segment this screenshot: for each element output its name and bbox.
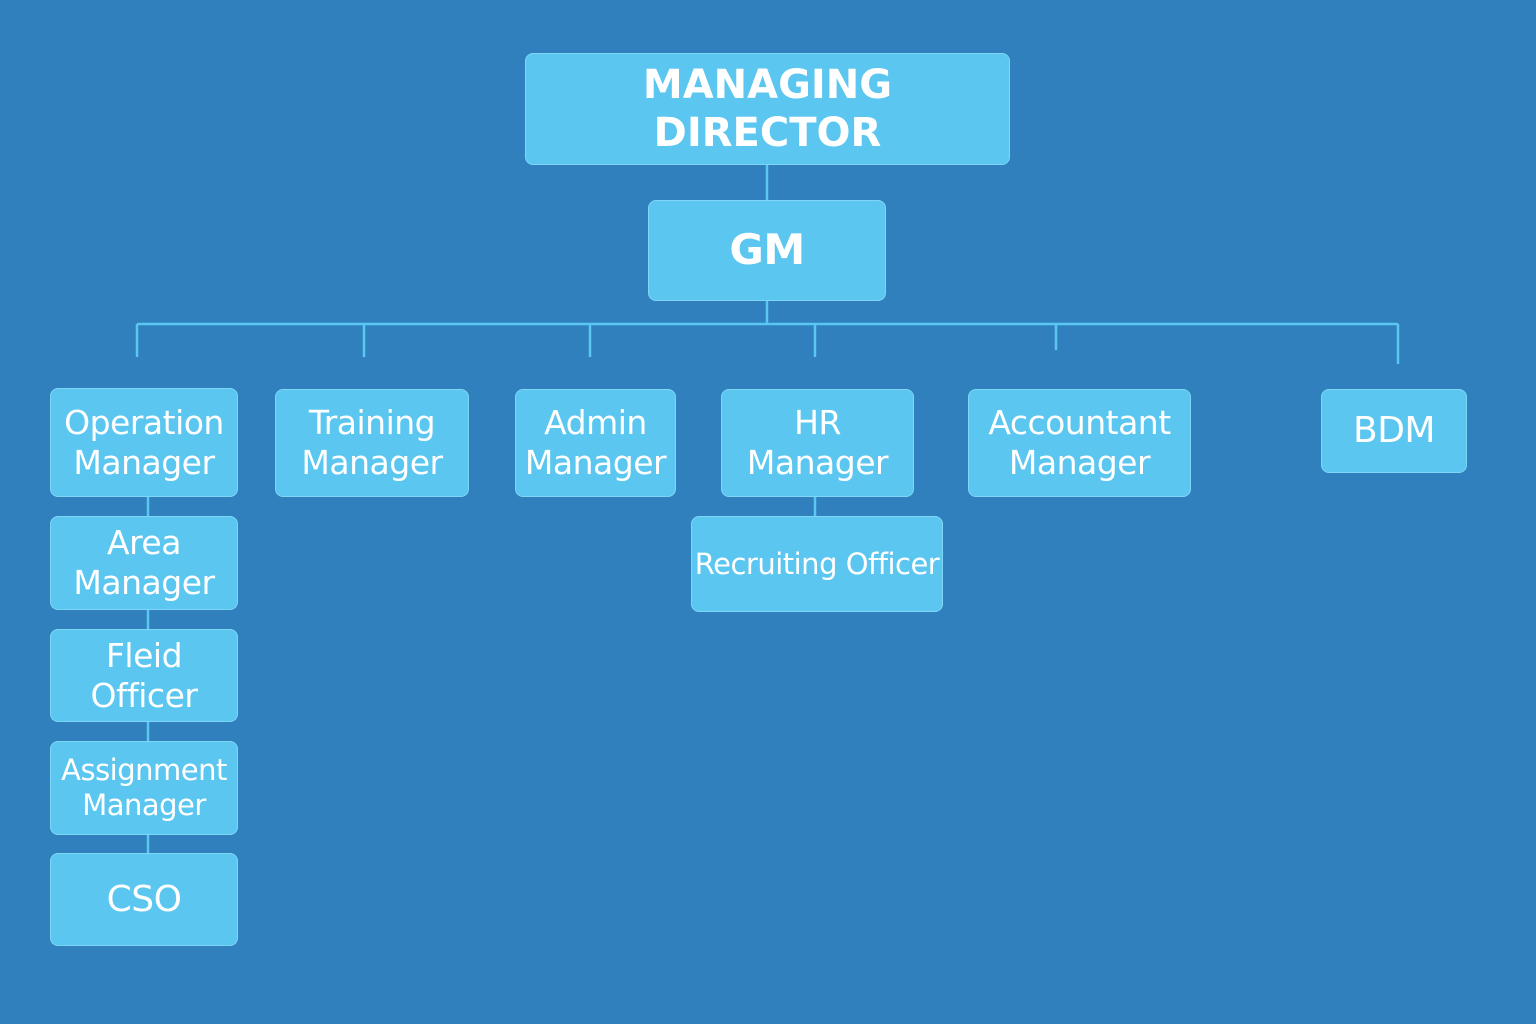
managing-director-box: MANAGING DIRECTOR [525,53,1010,165]
admin-manager-box: Admin Manager [515,389,676,497]
bdm-box: BDM [1321,389,1467,473]
gm-box: GM [648,200,886,301]
field-officer-box: Fleid Officer [50,629,238,722]
hr-manager-box: HR Manager [721,389,914,497]
recruiting-officer-box: Recruiting Officer [691,516,943,612]
training-manager-box: Training Manager [275,389,469,497]
accountant-manager-box: Accountant Manager [968,389,1191,497]
area-manager-box: Area Manager [50,516,238,610]
operation-manager-box: Operation Manager [50,388,238,497]
assignment-manager-box: Assignment Manager [50,741,238,835]
cso-box: CSO [50,853,238,946]
